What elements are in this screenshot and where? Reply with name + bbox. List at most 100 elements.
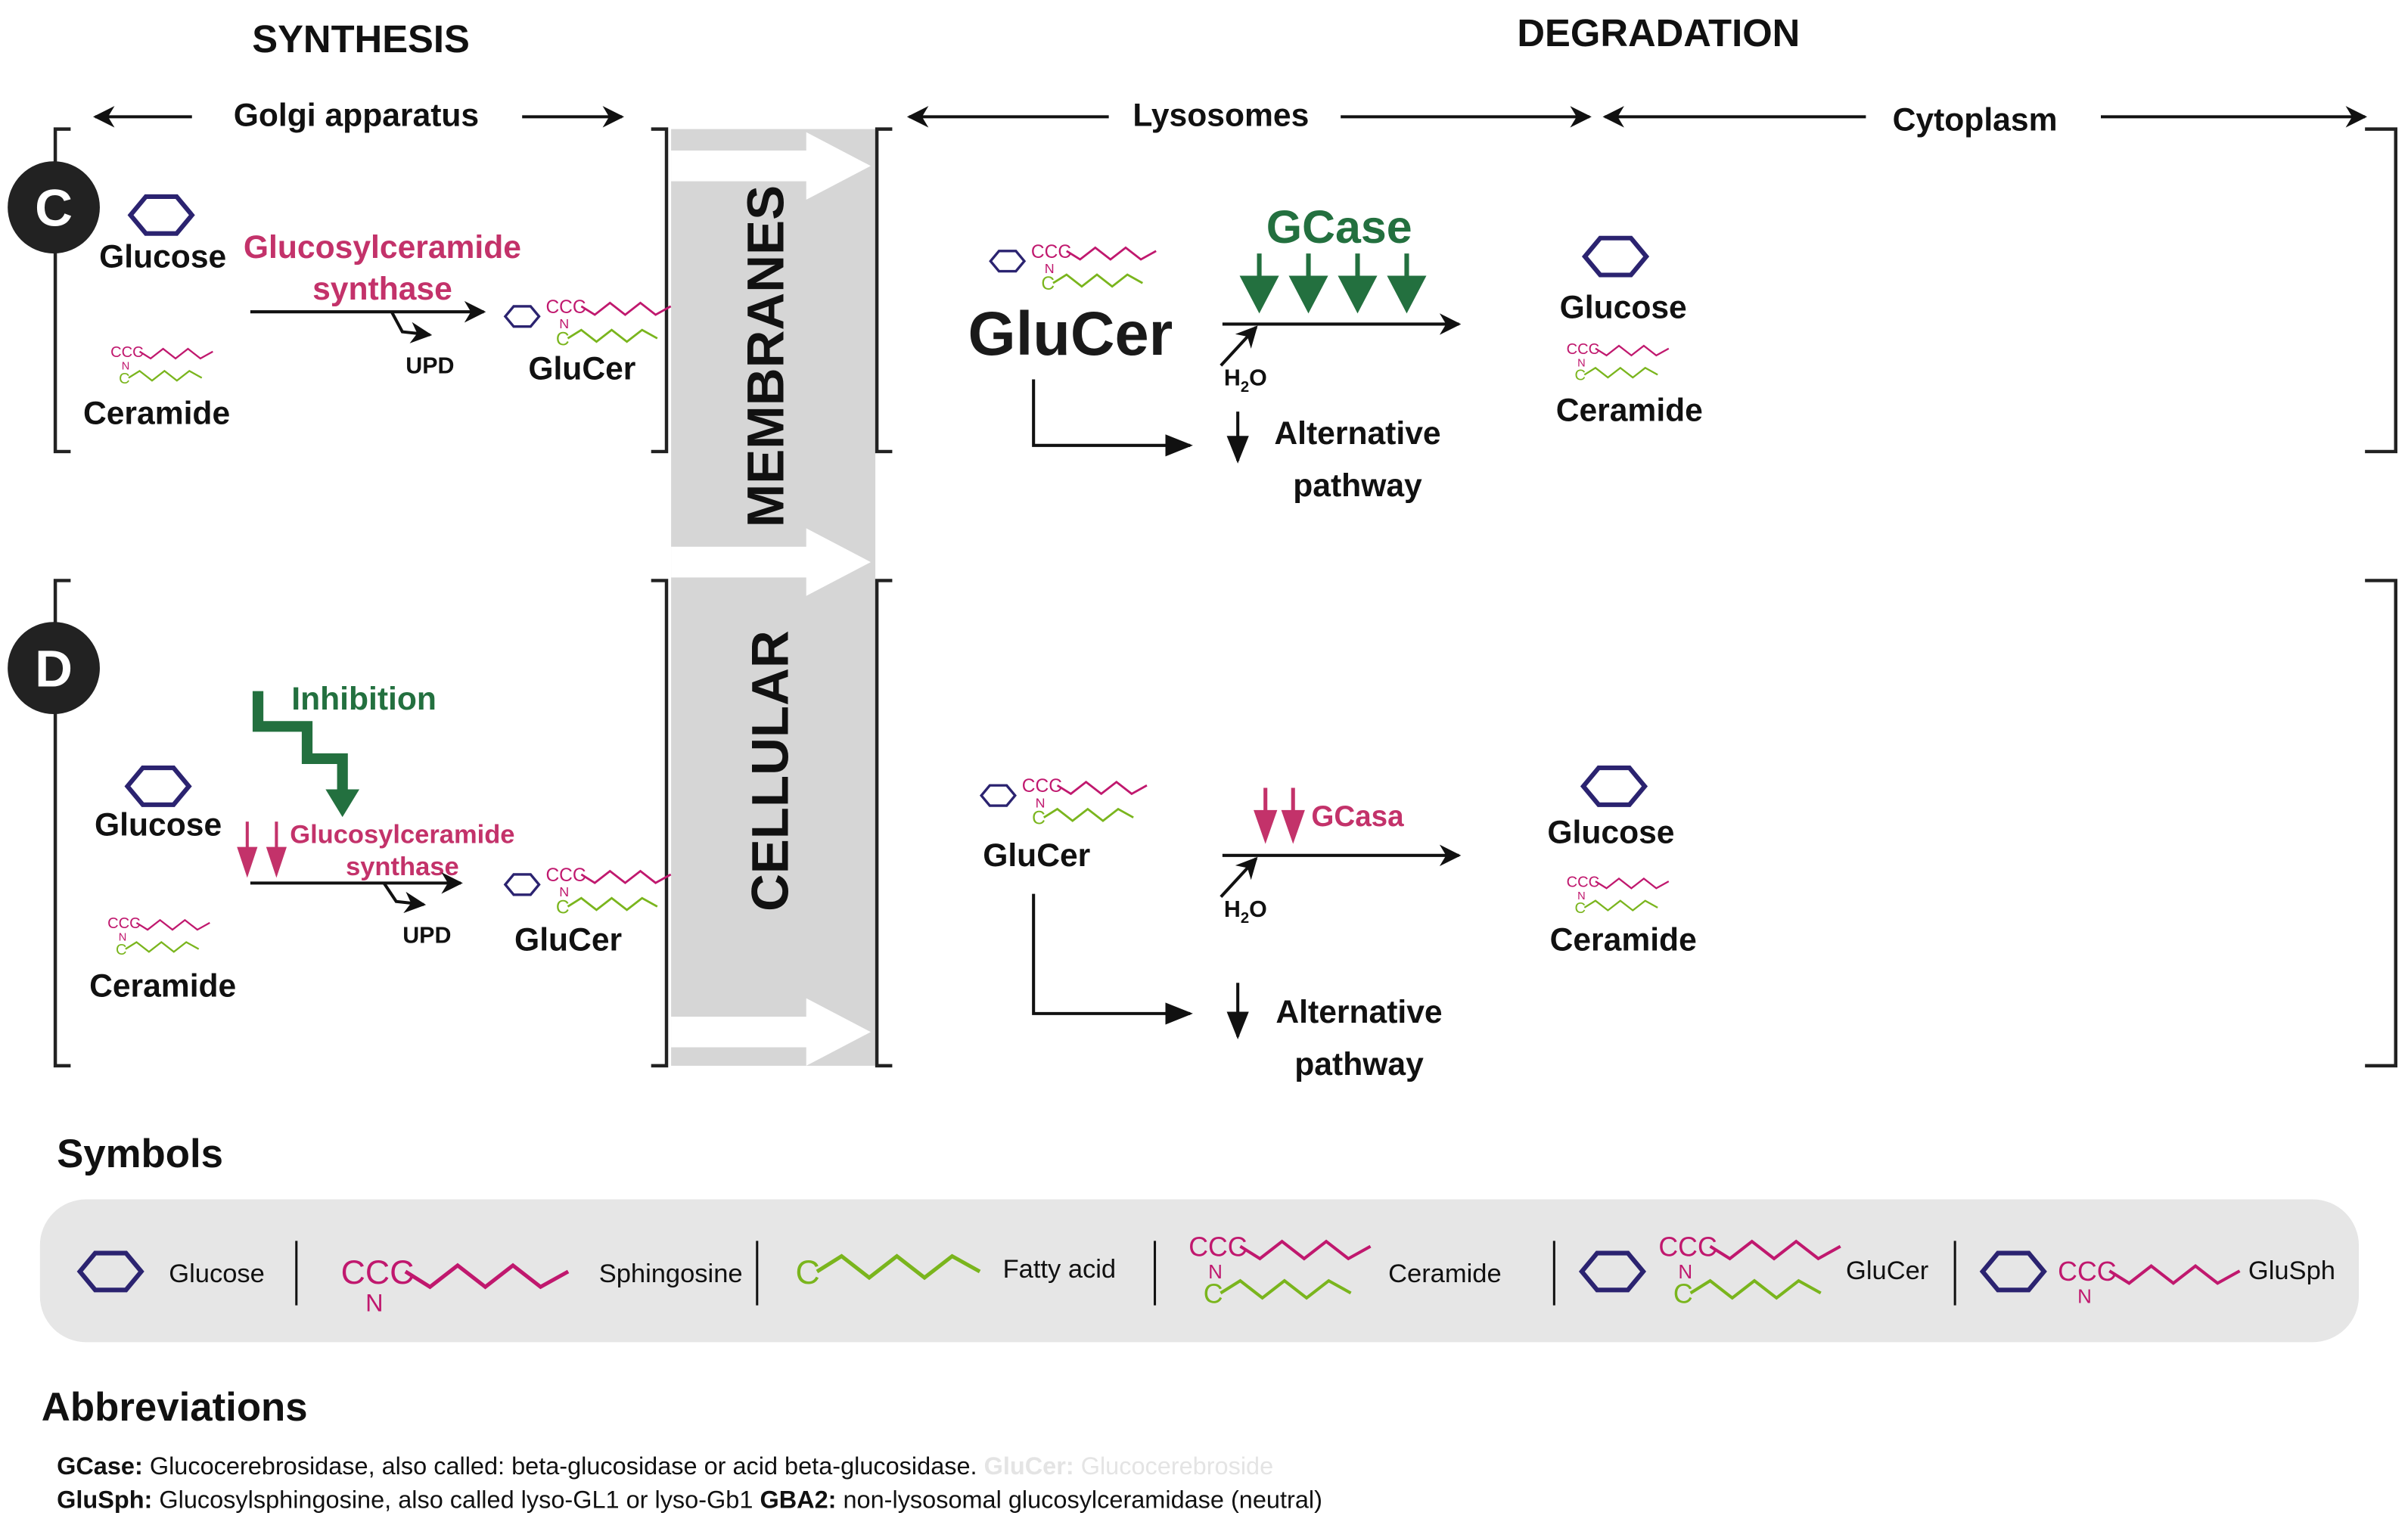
cytoplasm-span: Cytoplasm <box>1602 102 2368 138</box>
ccc-label: CCC <box>110 344 144 361</box>
degradation-heading: DEGRADATION <box>1517 11 1800 54</box>
abbreviations-heading: Abbreviations <box>42 1385 308 1430</box>
sphingosine-chain <box>138 347 213 360</box>
ccc-label: CCC <box>107 915 141 932</box>
ccc-label: CCC <box>1658 1232 1717 1263</box>
ccc-label: CCC <box>1567 341 1600 358</box>
svg-text:H2O: H2O <box>1224 365 1267 396</box>
glucose-icon <box>1585 238 1646 275</box>
ccc-label: CCC <box>1188 1232 1247 1263</box>
svg-text:Alternative: Alternative <box>1274 415 1440 452</box>
panel-d-badge: D <box>35 640 73 698</box>
panel-c-badge: C <box>35 179 73 238</box>
svg-text:Alternative: Alternative <box>1275 994 1442 1030</box>
glucer-substrate-large: GluCer <box>968 300 1173 368</box>
c-label: C <box>1575 900 1586 917</box>
synthase-label: Glucosylceramide <box>290 821 514 849</box>
fatty-acid-part: C <box>1575 899 1658 917</box>
n-label: N <box>1577 357 1586 369</box>
fatty-acid-chain <box>1583 899 1658 912</box>
sphingosine-chain <box>1056 781 1148 796</box>
svg-text:Fatty acid: Fatty acid <box>1003 1255 1117 1284</box>
svg-text:synthase: synthase <box>346 853 459 881</box>
n-label: N <box>1045 261 1055 276</box>
lysosomes-span: Lysosomes <box>906 98 1592 134</box>
svg-text:UPD: UPD <box>405 353 454 378</box>
svg-text:GluCer: GluCer <box>983 837 1090 874</box>
ccc-label: CCC <box>545 865 586 886</box>
n-label: N <box>1678 1260 1692 1283</box>
gcase-label: GCase <box>1266 201 1412 253</box>
c-label: C <box>1204 1278 1223 1309</box>
fatty-acid-chain <box>1689 1278 1822 1300</box>
sphingosine-chain <box>580 869 672 884</box>
synthase-label: Glucosylceramide <box>244 229 521 266</box>
n-label: N <box>365 1290 383 1317</box>
n-label: N <box>1577 890 1586 902</box>
glucose-icon <box>127 768 188 805</box>
svg-text:GluSph: GluSph <box>2248 1256 2335 1285</box>
ccc-label: CCC <box>545 297 586 318</box>
sphingosine-chain <box>580 301 672 316</box>
sphingosine-chain <box>2108 1264 2241 1285</box>
fatty-acid-chain <box>1220 1278 1352 1300</box>
c-label: C <box>556 329 570 349</box>
fatty-acid-chain <box>125 941 200 953</box>
reduced-synthase-arrows-icon <box>237 822 287 878</box>
svg-text:H2O: H2O <box>1224 896 1267 927</box>
cellular-membranes-band: MEMBRANES CELLULAR <box>671 129 876 1066</box>
n-label: N <box>2077 1284 2092 1307</box>
white-arrow <box>671 132 871 200</box>
gcase-arrows-icon <box>1239 253 1427 314</box>
reduced-gcase-arrows-icon <box>1254 787 1305 844</box>
n-label: N <box>559 884 569 899</box>
membranes-label: MEMBRANES <box>736 185 794 527</box>
n-label: N <box>1208 1260 1223 1283</box>
svg-text:Glucose: Glucose <box>95 806 222 843</box>
c-label: C <box>1673 1278 1693 1309</box>
n-label: N <box>1036 795 1046 810</box>
legend-item-fatty-acid: C Fatty acid <box>796 1253 1117 1291</box>
abbreviation-line: GluSph: Glucosylsphingosine, also called… <box>57 1486 1322 1514</box>
fatty-acid-chain <box>128 369 203 382</box>
svg-text:Ceramide: Ceramide <box>1388 1259 1502 1288</box>
ccc-label: CCC <box>1031 242 1071 262</box>
cellular-label: CELLULAR <box>741 630 799 912</box>
fatty-acid-chain <box>567 328 658 343</box>
inhibition-label: Inhibition <box>291 681 437 717</box>
svg-text:GluCer: GluCer <box>528 351 635 387</box>
svg-text:Glucose: Glucose <box>169 1259 265 1288</box>
fatty-acid-chain <box>567 896 658 912</box>
symbols-heading: Symbols <box>57 1132 223 1176</box>
fatty-acid-part: C <box>556 896 658 918</box>
svg-text:Ceramide: Ceramide <box>1556 392 1703 428</box>
abbreviation-line: GCase: Glucocerebrosidase, also called: … <box>57 1452 1273 1480</box>
golgi-label: Golgi apparatus <box>234 98 479 134</box>
fatty-acid-part: C <box>119 369 203 387</box>
ccc-label: CCC <box>2058 1256 2116 1287</box>
svg-text:Glucose: Glucose <box>1560 289 1687 325</box>
c-label: C <box>796 1254 820 1291</box>
glucose-icon <box>989 250 1026 273</box>
